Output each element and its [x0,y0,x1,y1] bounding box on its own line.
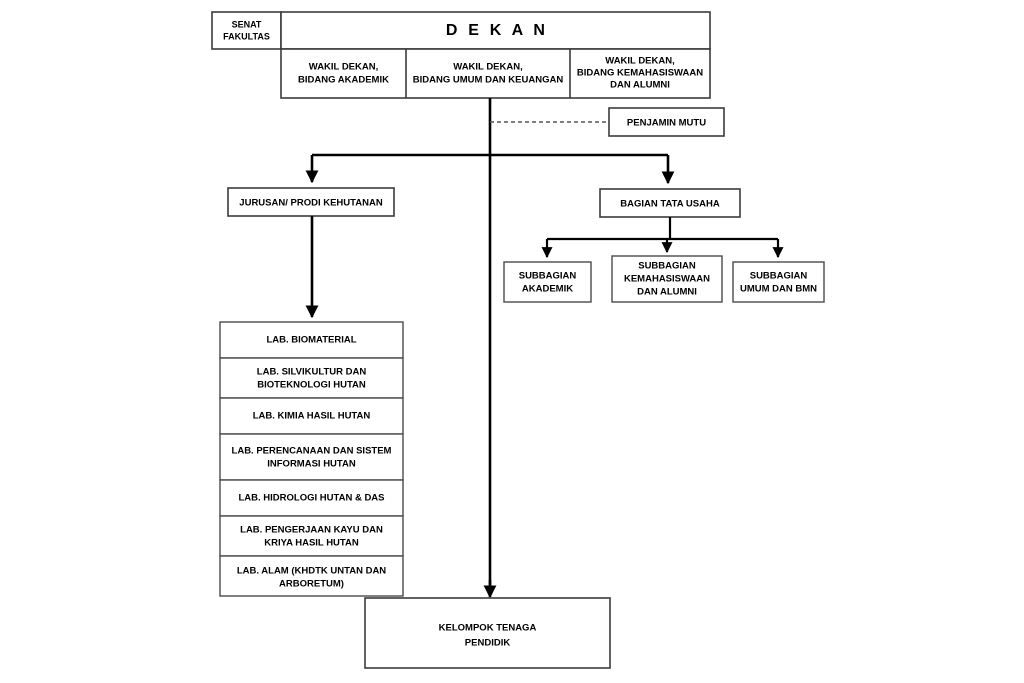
subbagian-umum-bmn-line2: UMUM DAN BMN [740,284,817,295]
kelompok-tenaga-pendidik-line2: PENDIDIK [465,638,511,649]
wakil-dekan-akademik-line1: WAKIL DEKAN, [309,62,379,73]
senat-fakultas-label-line1: SENAT [232,19,262,29]
lab-perencanaan-line2: INFORMASI HUTAN [267,459,356,470]
lab-hidrologi-line1: LAB. HIDROLOGI HUTAN & DAS [238,493,384,504]
node-lab-kimia-hasil-hutan[interactable]: LAB. KIMIA HASIL HUTAN [219,397,404,435]
node-wakil-dekan-umum-keuangan[interactable]: WAKIL DEKAN, BIDANG UMUM DAN KEUANGAN [413,62,564,86]
wakil-dekan-kemahasiswaan-line1: WAKIL DEKAN, [605,56,675,67]
subbagian-akademik-line1: SUBBAGIAN [519,271,577,282]
wakil-dekan-akademik-line2: BIDANG AKADEMIK [298,75,389,86]
lab-pengerjaan-kayu-line1: LAB. PENGERJAAN KAYU DAN [240,525,383,536]
wakil-dekan-row: WAKIL DEKAN, BIDANG AKADEMIK WAKIL DEKAN… [280,48,711,99]
lab-biomaterial-line1: LAB. BIOMATERIAL [266,335,356,346]
wakil-dekan-kemahasiswaan-line2: BIDANG KEMAHASISWAAN [577,68,703,79]
lab-alam-line2: ARBORETUM) [279,579,344,590]
node-senat-fakultas[interactable]: SENAT FAKULTAS [211,11,282,50]
node-kelompok-tenaga-pendidik[interactable]: KELOMPOK TENAGA PENDIDIK [364,597,611,669]
lab-silvikultur-line1: LAB. SILVIKULTUR DAN [257,367,367,378]
node-lab-pengerjaan-kayu-kriya-hasil-hutan[interactable]: LAB. PENGERJAAN KAYU DAN KRIYA HASIL HUT… [219,515,404,557]
subbagian-umum-bmn-line1: SUBBAGIAN [750,271,808,282]
lab-kimia-hasil-hutan-line1: LAB. KIMIA HASIL HUTAN [253,411,371,422]
node-subbagian-kemahasiswaan-alumni[interactable]: SUBBAGIAN KEMAHASISWAAN DAN ALUMNI [611,255,723,303]
senat-fakultas-label-line2: FAKULTAS [223,31,270,41]
dekan-label: D E K A N [446,22,548,39]
subbagian-kemahasiswaan-line3: DAN ALUMNI [637,287,697,298]
jurusan-prodi-kehutanan-label: JURUSAN/ PRODI KEHUTANAN [239,198,383,209]
node-wakil-dekan-akademik[interactable]: WAKIL DEKAN, BIDANG AKADEMIK [298,62,389,86]
kelompok-tenaga-pendidik-line1: KELOMPOK TENAGA [439,623,537,634]
lab-silvikultur-line2: BIOTEKNOLOGI HUTAN [257,380,366,391]
node-lab-biomaterial[interactable]: LAB. BIOMATERIAL [219,321,404,359]
node-dekan[interactable]: D E K A N [280,11,711,50]
wakil-dekan-kemahasiswaan-line3: DAN ALUMNI [610,80,670,91]
node-subbagian-akademik[interactable]: SUBBAGIAN AKADEMIK [503,261,592,303]
bagian-tata-usaha-label: BAGIAN TATA USAHA [620,199,720,210]
subbagian-kemahasiswaan-line2: KEMAHASISWAAN [624,274,710,285]
node-lab-alam-khdtk-untan-arboretum[interactable]: LAB. ALAM (KHDTK UNTAN DAN ARBORETUM) [219,555,404,597]
wakil-dekan-umum-keuangan-line1: WAKIL DEKAN, [453,62,523,73]
laboratory-stack: LAB. BIOMATERIAL LAB. SILVIKULTUR DAN BI… [219,321,404,597]
subbagian-kemahasiswaan-line1: SUBBAGIAN [638,261,696,272]
node-subbagian-umum-bmn[interactable]: SUBBAGIAN UMUM DAN BMN [732,261,825,303]
lab-perencanaan-line1: LAB. PERENCANAAN DAN SISTEM [232,446,392,457]
lab-pengerjaan-kayu-line2: KRIYA HASIL HUTAN [264,538,359,549]
node-penjamin-mutu[interactable]: PENJAMIN MUTU [608,107,725,137]
lab-alam-line1: LAB. ALAM (KHDTK UNTAN DAN [237,566,386,577]
node-wakil-dekan-kemahasiswaan[interactable]: WAKIL DEKAN, BIDANG KEMAHASISWAAN DAN AL… [577,56,703,91]
node-lab-hidrologi-hutan-das[interactable]: LAB. HIDROLOGI HUTAN & DAS [219,479,404,517]
penjamin-mutu-label: PENJAMIN MUTU [627,118,706,129]
node-jurusan-prodi-kehutanan[interactable]: JURUSAN/ PRODI KEHUTANAN [227,187,395,217]
node-lab-silvikultur-bioteknologi-hutan[interactable]: LAB. SILVIKULTUR DAN BIOTEKNOLOGI HUTAN [219,357,404,399]
wakil-dekan-umum-keuangan-line2: BIDANG UMUM DAN KEUANGAN [413,75,564,86]
subbagian-akademik-line2: AKADEMIK [522,284,573,295]
node-bagian-tata-usaha[interactable]: BAGIAN TATA USAHA [599,188,741,218]
node-lab-perencanaan-sistem-informasi-hutan[interactable]: LAB. PERENCANAAN DAN SISTEM INFORMASI HU… [219,433,404,481]
